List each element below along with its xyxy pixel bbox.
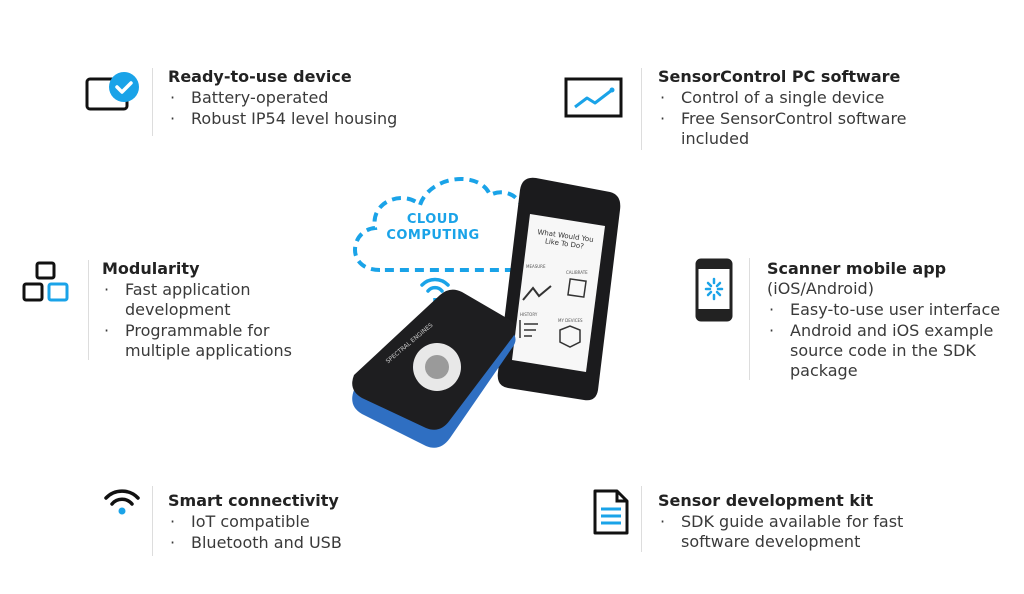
feature-subtitle: (iOS/Android)	[767, 279, 874, 298]
bullet: Easy-to-use user interface	[767, 300, 1022, 320]
modules-icon	[21, 260, 73, 308]
bullet: Android and iOS example source code in t…	[767, 321, 1022, 381]
feature-title: Modularity	[102, 259, 200, 278]
feature-title: Ready-to-use device	[168, 67, 352, 86]
phone-option-calibrate: CALIBRATE	[566, 270, 588, 275]
wifi-signal-icon	[420, 277, 450, 293]
bullet: Control of a single device	[658, 88, 938, 108]
feature-sdk: Sensor development kit SDK guide availab…	[658, 490, 958, 552]
cloud-label: CLOUD COMPUTING	[378, 212, 488, 244]
divider	[641, 486, 642, 552]
cloud-label-line: CLOUD	[406, 212, 460, 227]
bullet: Battery-operated	[168, 88, 468, 108]
phone-option-history: HISTORY	[520, 312, 538, 317]
divider	[749, 258, 750, 380]
wifi-icon	[102, 486, 142, 522]
feature-title: Smart connectivity	[168, 491, 339, 510]
feature-scanner-app: Scanner mobile app (iOS/Android) Easy-to…	[767, 258, 1024, 381]
divider	[88, 260, 89, 360]
bullet: Bluetooth and USB	[168, 533, 468, 553]
cloud-computing-illustration: CLOUD COMPUTING What Would You Like To D…	[340, 170, 640, 470]
divider	[152, 486, 153, 556]
feature-sensorcontrol: SensorControl PC software Control of a s…	[658, 66, 958, 149]
bullet: Robust IP54 level housing	[168, 109, 468, 129]
document-icon	[592, 488, 630, 540]
feature-title: Sensor development kit	[658, 491, 874, 510]
feature-title: SensorControl PC software	[658, 67, 901, 86]
phone-option-measure: MEASURE	[526, 264, 546, 269]
bullet: IoT compatible	[168, 512, 468, 532]
cloud-label-line: COMPUTING	[386, 228, 480, 243]
bullet: Fast application development	[102, 280, 317, 320]
divider	[641, 68, 642, 150]
bullet: Free SensorControl software included	[658, 109, 938, 149]
bullet: Programmable for multiple applications	[102, 321, 317, 361]
chart-monitor-icon	[563, 76, 625, 124]
device-check-icon	[84, 70, 142, 118]
feature-modularity: Modularity Fast application developmentP…	[102, 258, 332, 361]
mobile-phone-icon	[694, 257, 736, 327]
smartphone-image	[497, 177, 621, 401]
spectral-engines-device-image	[352, 289, 516, 448]
bullet: SDK guide available for fast software de…	[658, 512, 928, 552]
feature-ready-to-use: Ready-to-use device Battery-operatedRobu…	[168, 66, 468, 129]
feature-title: Scanner mobile app	[767, 259, 947, 278]
divider	[152, 68, 153, 136]
feature-connectivity: Smart connectivity IoT compatibleBluetoo…	[168, 490, 468, 553]
phone-option-my-devices: MY DEVICES	[558, 318, 583, 323]
